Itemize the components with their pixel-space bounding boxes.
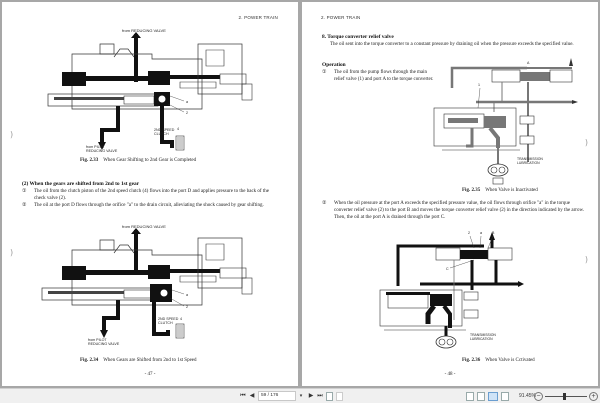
section-heading: (2) When the gears are shifted from 2nd … xyxy=(22,181,140,187)
page-number: - 48 - xyxy=(444,372,456,377)
svg-text:1: 1 xyxy=(478,83,480,87)
next-page-icon: ▶ xyxy=(308,393,314,399)
svg-text:A: A xyxy=(527,61,530,65)
binder-hole-mark: ) xyxy=(584,138,588,147)
hydraulic-diagram-fig-2-36: TRANSMISSION LUBRICATION 2 a B C xyxy=(379,231,524,349)
hydraulic-diagram-fig-2-34: from REDUCING VALVE xyxy=(41,224,253,346)
intro-paragraph: The oil sent into the torque converter t… xyxy=(330,42,574,47)
zoom-out-button[interactable]: − xyxy=(534,392,543,401)
svg-text:from REDUCING VALVE: from REDUCING VALVE xyxy=(122,224,166,229)
svg-text:a: a xyxy=(186,293,188,297)
svg-text:C: C xyxy=(446,267,449,271)
two-page-view-button[interactable] xyxy=(488,392,498,401)
first-page-icon: ⏮ xyxy=(240,393,246,399)
fit-width-button[interactable] xyxy=(336,392,343,401)
binder-hole-mark: ) xyxy=(584,255,588,264)
hydraulic-diagram-fig-2-35: A TRANSMISSION LUBRICATION 1 xyxy=(433,58,578,185)
svg-text:2: 2 xyxy=(468,231,470,235)
svg-text:TRANSMISSION: TRANSMISSION xyxy=(470,333,496,337)
svg-text:LUBRICATION: LUBRICATION xyxy=(517,161,540,165)
list-item: ② The oil at the port D flows through th… xyxy=(22,203,264,208)
svg-text:4: 4 xyxy=(177,127,179,131)
list-item: ② When the oil pressure at the port A ex… xyxy=(322,201,584,220)
fit-page-button[interactable] xyxy=(326,392,333,401)
page-number: - 47 - xyxy=(144,372,156,377)
continuous-view-button[interactable] xyxy=(477,392,485,401)
svg-text:2ND SPEED: 2ND SPEED xyxy=(154,128,175,132)
svg-text:CLUTCH: CLUTCH xyxy=(154,132,169,136)
svg-text:REDUCING VALVE: REDUCING VALVE xyxy=(88,342,120,346)
svg-text:2ND SPEED: 2ND SPEED xyxy=(158,317,179,321)
svg-text:2: 2 xyxy=(186,111,188,115)
chevron-down-icon: ▾ xyxy=(299,393,303,399)
list-item: ① The oil from the clutch piston of the … xyxy=(22,189,269,201)
page-dropdown-button[interactable]: ▾ xyxy=(296,391,306,401)
plus-icon: + xyxy=(591,393,596,400)
zoom-level: 91.45% xyxy=(519,393,536,399)
svg-text:a: a xyxy=(480,231,482,235)
page-47: 2. POWER TRAIN ) ) from REDUCING VALVE xyxy=(2,2,298,386)
svg-text:from REDUCING VALVE: from REDUCING VALVE xyxy=(122,28,166,33)
zoom-slider-track[interactable] xyxy=(545,396,587,397)
operation-heading: Operation xyxy=(322,62,346,68)
two-page-continuous-view-button[interactable] xyxy=(501,392,509,401)
viewer-statusbar: ⏮ ◀ 59 / 176 ▾ ▶ ⏭ 91.45% − + xyxy=(0,388,600,403)
last-page-button[interactable]: ⏭ xyxy=(316,392,324,401)
list-item: ① The oil from the pump flows through th… xyxy=(322,70,434,82)
hydraulic-diagram-fig-2-33: from REDUCING VALVE xyxy=(47,28,253,153)
running-head: 2. POWER TRAIN xyxy=(238,15,278,20)
running-head: 2. POWER TRAIN xyxy=(321,15,361,20)
svg-text:REDUCING VALVE: REDUCING VALVE xyxy=(86,149,118,153)
svg-text:2: 2 xyxy=(186,305,188,309)
svg-text:4: 4 xyxy=(180,317,182,321)
minus-icon: − xyxy=(536,393,541,400)
page-48: 2. POWER TRAIN ) ) 8. Torque converter r… xyxy=(302,2,598,386)
next-page-button[interactable]: ▶ xyxy=(307,392,315,401)
svg-text:from PILOT: from PILOT xyxy=(88,338,107,342)
svg-text:TRANSMISSION: TRANSMISSION xyxy=(517,157,543,161)
svg-text:LUBRICATION: LUBRICATION xyxy=(470,337,493,341)
document-viewport[interactable]: 2. POWER TRAIN ) ) from REDUCING VALVE xyxy=(0,0,600,388)
prev-page-button[interactable]: ◀ xyxy=(248,392,256,401)
svg-text:from PILOT: from PILOT xyxy=(86,145,105,149)
svg-text:CLUTCH: CLUTCH xyxy=(158,321,173,325)
binder-hole-mark: ) xyxy=(10,248,14,257)
svg-text:B: B xyxy=(492,231,495,235)
section-heading: 8. Torque converter relief valve xyxy=(322,34,394,40)
first-page-button[interactable]: ⏮ xyxy=(239,392,247,401)
single-page-view-button[interactable] xyxy=(466,392,474,401)
binder-hole-mark: ) xyxy=(10,130,14,139)
svg-text:a: a xyxy=(186,100,188,104)
prev-page-icon: ◀ xyxy=(249,393,255,399)
last-page-icon: ⏭ xyxy=(317,393,323,399)
zoom-in-button[interactable]: + xyxy=(589,392,598,401)
page-number-input[interactable]: 59 / 176 xyxy=(258,391,296,401)
zoom-slider-thumb[interactable] xyxy=(563,393,566,400)
